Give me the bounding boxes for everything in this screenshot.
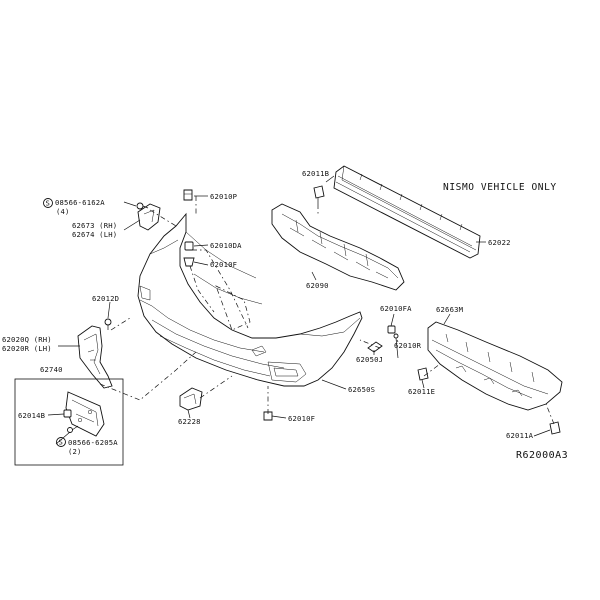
- engine-undercover-62663M: [427, 321, 563, 411]
- callout-62650S: 62650S: [348, 385, 375, 394]
- callout-62010DA: 62010DA: [210, 241, 242, 250]
- callout-62010P: 62010P: [210, 192, 237, 201]
- callout-62010R: 62010R: [394, 341, 422, 350]
- s-icon-glyph: S: [59, 438, 64, 447]
- energy-absorber-62090: [271, 203, 405, 291]
- callout-62020R: 62020R (LH): [2, 344, 52, 353]
- standard-part-s-icon: [43, 198, 53, 208]
- callout-62050J: 62050J: [356, 355, 383, 364]
- tow-hook-cover-62228: [179, 387, 203, 411]
- front-bumper-fascia-62022: [137, 212, 363, 387]
- callout-62740: 62740: [40, 365, 63, 374]
- callout-62012D: 62012D: [92, 294, 119, 303]
- callout-62011A: 62011A: [506, 431, 534, 440]
- side-bracket-62020: [77, 325, 113, 389]
- callout-62010F-bottom: 62010F: [288, 414, 315, 423]
- callout-08566-6205A-qty: (2): [68, 447, 82, 456]
- callout-62011E: 62011E: [408, 387, 435, 396]
- callout-62014B: 62014B: [18, 411, 45, 420]
- callout-08566-6205A: 08566-6205A: [68, 438, 118, 447]
- bumper-reinforcement-62022: [333, 165, 481, 259]
- diagram-reference: R62000A3: [516, 450, 568, 461]
- callout-62010F-top: 62010F: [210, 260, 237, 269]
- bracket-62673-62674: [137, 203, 161, 231]
- license-bracket-box-62740: [14, 378, 124, 466]
- callout-62011B: 62011B: [302, 169, 329, 178]
- assembly-lines: [99, 196, 555, 425]
- fasteners: [63, 185, 561, 435]
- leader-lines: [47, 175, 551, 445]
- s-icon-glyph: S: [46, 199, 51, 208]
- callout-62673: 62673 (RH): [72, 221, 117, 230]
- standard-part-symbols: S S: [43, 198, 66, 447]
- callout-62228: 62228: [178, 417, 201, 426]
- callout-62022: 62022: [488, 238, 511, 247]
- callout-62020Q: 62020Q (RH): [2, 335, 52, 344]
- callout-62010FA: 62010FA: [380, 304, 412, 313]
- standard-part-s-icon: [56, 437, 66, 447]
- note-text: NISMO VEHICLE ONLY: [443, 182, 557, 193]
- callout-62090: 62090: [306, 281, 329, 290]
- callout-62663M: 62663M: [436, 305, 464, 314]
- callout-62674: 62674 (LH): [72, 230, 117, 239]
- callout-08566-6162A: 08566-6162A: [55, 198, 105, 207]
- callout-08566-6162A-qty: (4): [56, 207, 70, 216]
